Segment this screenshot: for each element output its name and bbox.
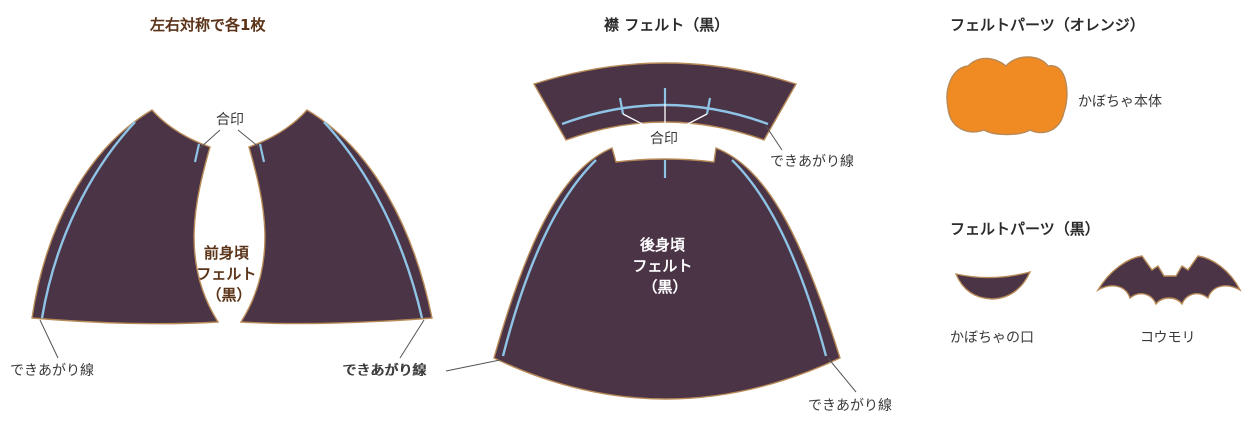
pumpkin-shape <box>946 56 1068 136</box>
pumpkin-mouth-shape <box>954 270 1032 300</box>
collar-finish-leader <box>765 125 783 151</box>
front-left-notch <box>193 143 201 163</box>
back-left-finish-label: できあがり線 <box>343 363 427 379</box>
front-notch-leader-right <box>237 129 261 149</box>
pumpkin-label: かぼちゃ本体 <box>1078 94 1162 110</box>
collar-notch-right <box>705 97 712 115</box>
front-notch-label: 合印 <box>216 112 244 128</box>
back-piece <box>493 147 841 400</box>
collar-title: 襟 フェルト（黒） <box>604 16 729 34</box>
back-piece-label: 後身頃 フェルト （黒） <box>632 236 697 296</box>
front-piece-right <box>239 109 433 325</box>
front-right-seam <box>323 121 424 319</box>
front-right-finish-leader <box>399 319 425 359</box>
back-right-seam <box>731 159 828 357</box>
front-title: 左右対称で各1枚 <box>149 16 266 34</box>
front-left-finish-label: できあがり線 <box>10 363 94 379</box>
back-right-finish-leader <box>827 357 857 393</box>
pumpkin-mouth-label: かぼちゃの口 <box>950 330 1034 346</box>
parts-orange-title: フェルトパーツ（オレンジ） <box>950 16 1145 34</box>
collar-notch-label: 合印 <box>650 131 678 147</box>
bat-label: コウモリ <box>1140 330 1195 346</box>
bat-shape <box>1096 255 1242 306</box>
back-left-seam <box>501 159 597 357</box>
front-left-seam <box>40 121 136 319</box>
front-right-notch <box>258 143 266 163</box>
collar-notch-left <box>618 97 625 115</box>
back-left-finish-leader <box>445 359 501 372</box>
parts-black-title: フェルトパーツ（黒） <box>950 220 1100 238</box>
front-left-finish-leader <box>39 319 59 359</box>
front-piece-left <box>31 109 220 325</box>
front-right-finish-label: できあがり線 <box>342 363 426 379</box>
back-right-finish-label: できあがり線 <box>808 398 892 414</box>
collar-notch-leader-right <box>679 113 708 129</box>
front-piece-label: 前身頃 フェルト （黒） <box>196 244 261 304</box>
collar-notch-leader-left <box>622 113 651 129</box>
front-notch-leader-left <box>199 129 221 149</box>
collar-finish-label: できあがり線 <box>770 154 854 170</box>
